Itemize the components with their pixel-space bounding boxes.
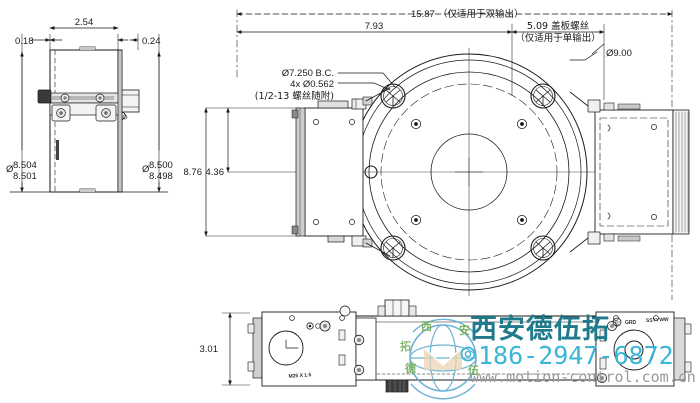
dim-right-dia-upper: 8.500	[149, 160, 173, 171]
watermark-phone: 186-2947-6872	[478, 341, 674, 370]
dim-inner-width: 7.93	[365, 21, 384, 32]
watermark-logo: 西 安 德 伍 拓	[400, 318, 479, 400]
dim-cover-screw: 5.09 盖板螺丝	[527, 20, 589, 32]
dim-height-total: 8.76	[184, 167, 203, 178]
logo-char-4: 拓	[400, 339, 411, 353]
logo-char-0: 西	[421, 320, 432, 333]
dim-top-c: 0.24	[142, 36, 161, 47]
dim-left-dia-lower: 8.501	[13, 171, 37, 182]
main-front-view	[204, 9, 690, 301]
watermark-phone-group: 186-2947-6872	[460, 341, 674, 370]
dim-bottom-height: 3.01	[200, 344, 219, 355]
dia-symbol-right: Ø	[142, 164, 150, 175]
dim-top-b: 2.54	[75, 17, 94, 28]
dim-overall-width-note: （仅适用于双输出）	[438, 8, 524, 20]
dim-height-half: 4.36	[206, 167, 225, 178]
logo-char-3: 伍	[467, 363, 479, 377]
dim-right-dia-lower: 8.498	[149, 171, 173, 182]
label-date-code: SSYYWW	[646, 317, 669, 324]
bottom-elevation-view	[221, 299, 692, 393]
watermark-website: www.motion-control.com.cn	[470, 368, 696, 386]
watermark-company: 西安德伍拓	[470, 314, 610, 345]
callout-hole-qty: 4x Ø0.562	[290, 79, 334, 90]
dia-symbol-left: Ø	[6, 164, 14, 175]
dim-cover-screw-note: （仅适用于单输出）	[515, 32, 601, 44]
label-ground: GRD	[625, 320, 637, 326]
label-thread: M25 X 1.5	[288, 372, 311, 380]
dim-top-a: 0.18	[15, 36, 34, 47]
dim-overall-width: 15.87	[411, 9, 435, 20]
dim-left-dia-upper: 8.504	[13, 160, 37, 171]
callout-bolt-circle: Ø7.250 B.C.	[282, 68, 334, 79]
logo-char-2: 德	[404, 361, 416, 375]
logo-char-1: 安	[459, 323, 470, 337]
dim-flange-dia: Ø9.00	[606, 48, 632, 59]
left-side-view	[9, 26, 169, 193]
callout-screw-note: (1/2-13 螺丝随附)	[255, 90, 334, 102]
